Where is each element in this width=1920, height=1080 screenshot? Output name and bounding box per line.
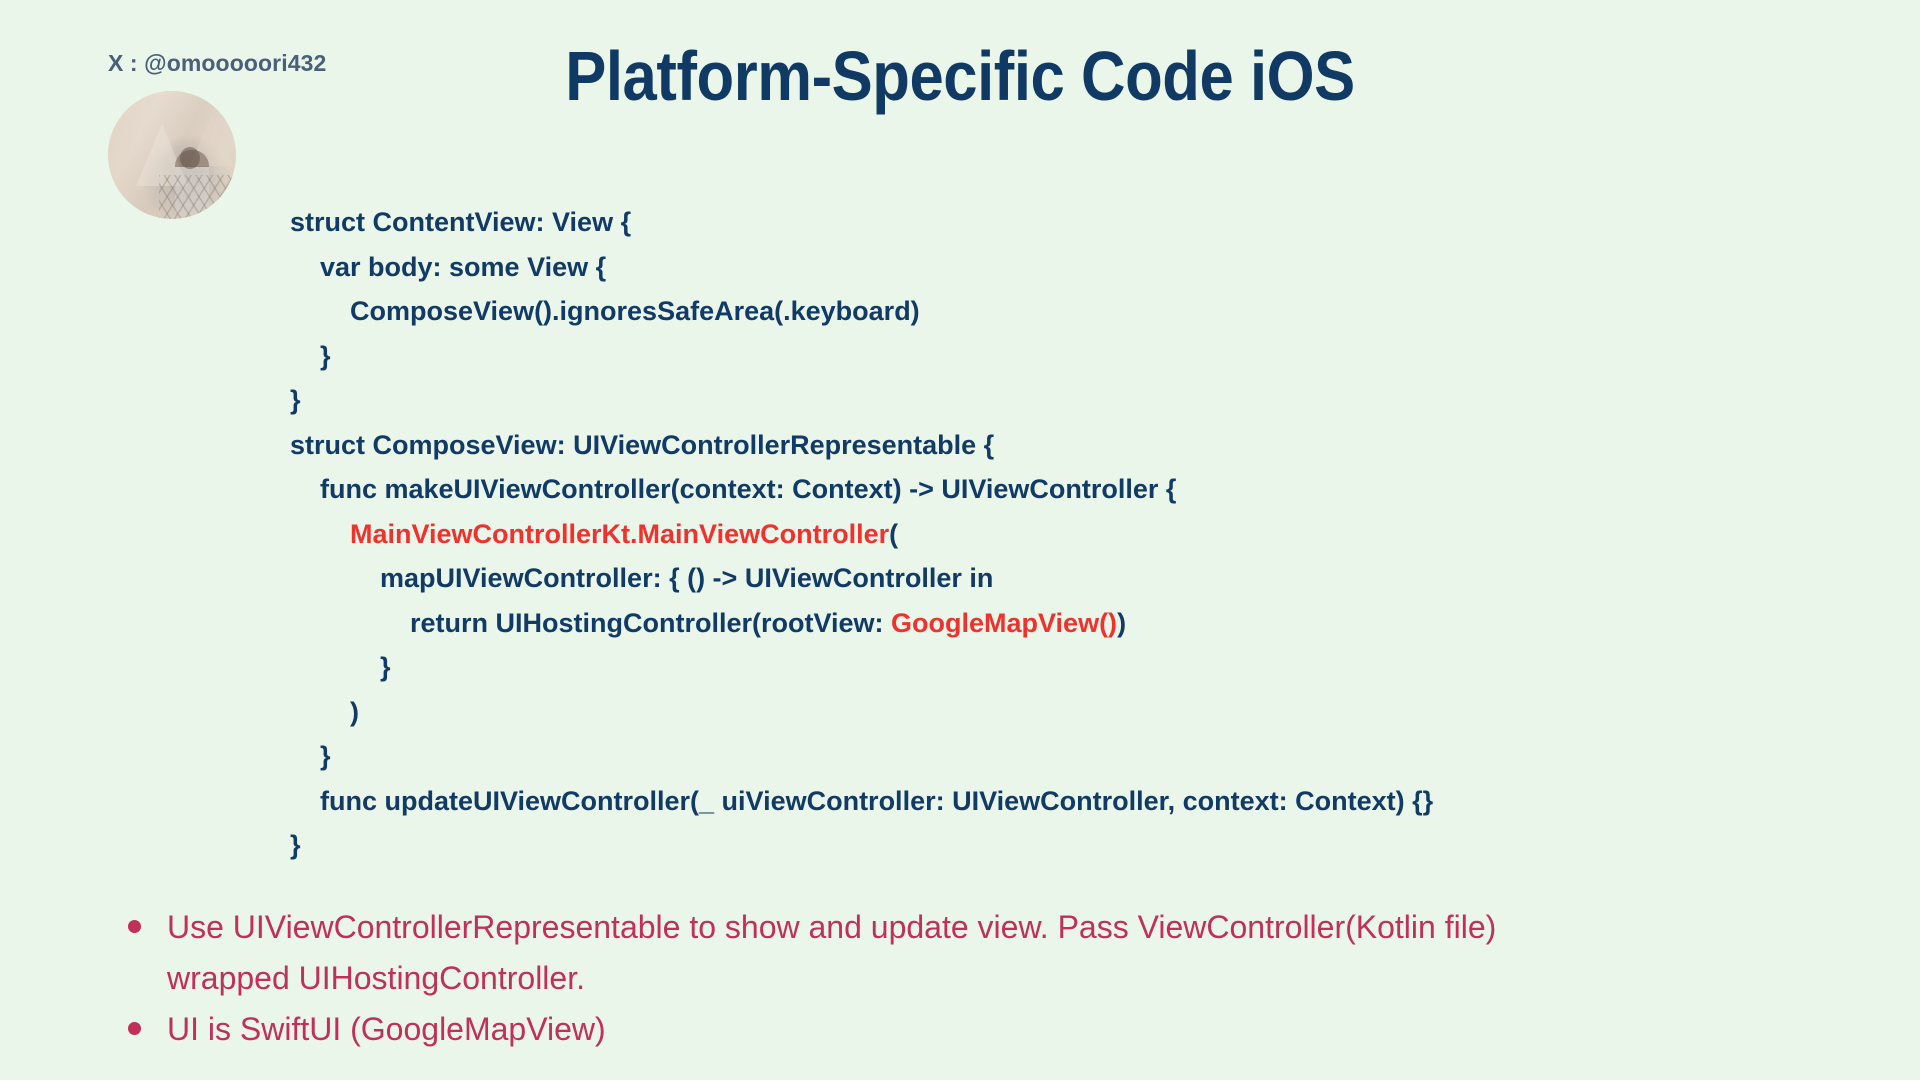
code-token: } bbox=[290, 741, 331, 771]
code-token: } bbox=[290, 385, 301, 415]
code-line: } bbox=[290, 823, 1433, 868]
code-line: struct ComposeView: UIViewControllerRepr… bbox=[290, 423, 1433, 468]
code-line: } bbox=[290, 334, 1433, 379]
code-token: ) bbox=[290, 696, 360, 727]
code-token-highlight: GoogleMapView() bbox=[891, 607, 1118, 638]
code-token: struct ContentView: View { bbox=[290, 207, 632, 237]
code-token: } bbox=[290, 830, 301, 860]
code-token: func updateUIViewController(_ uiViewCont… bbox=[290, 785, 1434, 816]
avatar bbox=[108, 91, 236, 219]
avatar-fence-texture bbox=[159, 175, 236, 219]
bullet-text: Use UIViewControllerRepresentable to sho… bbox=[167, 909, 1497, 996]
code-line: } bbox=[290, 645, 1433, 690]
code-token: return UIHostingController(rootView: bbox=[290, 607, 892, 638]
code-line: ComposeView().ignoresSafeArea(.keyboard) bbox=[290, 289, 1433, 334]
list-item: Use UIViewControllerRepresentable to sho… bbox=[112, 902, 1832, 1004]
code-line: MainViewControllerKt.MainViewController( bbox=[290, 512, 1433, 557]
page-title: Platform-Specific Code iOS bbox=[565, 37, 1355, 115]
code-token: func makeUIViewController(context: Conte… bbox=[290, 474, 1177, 504]
bullet-list: Use UIViewControllerRepresentable to sho… bbox=[112, 902, 1832, 1055]
code-token-highlight: MainViewControllerKt.MainViewController bbox=[290, 518, 890, 549]
code-token: ComposeView().ignoresSafeArea(.keyboard) bbox=[290, 296, 920, 326]
code-token: } bbox=[290, 340, 331, 371]
code-line: mapUIViewController: { () -> UIViewContr… bbox=[290, 556, 1433, 601]
code-line: struct ContentView: View { bbox=[290, 200, 1433, 245]
code-line: } bbox=[290, 378, 1433, 423]
code-token: ( bbox=[889, 518, 899, 549]
avatar-person-head bbox=[179, 147, 200, 170]
code-token: ) bbox=[1117, 607, 1127, 638]
bullet-dot-icon bbox=[128, 1022, 141, 1035]
code-line: var body: some View { bbox=[290, 245, 1433, 290]
list-item: UI is SwiftUI (GoogleMapView) bbox=[112, 1004, 1832, 1055]
code-token: mapUIViewController: { () -> UIViewContr… bbox=[290, 563, 994, 593]
code-token: var body: some View { bbox=[290, 251, 607, 282]
author-handle: X : @omooooori432 bbox=[108, 50, 327, 76]
bullet-text: UI is SwiftUI (GoogleMapView) bbox=[167, 1011, 606, 1047]
code-line: } bbox=[290, 734, 1433, 779]
code-line: return UIHostingController(rootView: Goo… bbox=[290, 601, 1433, 646]
code-block: struct ContentView: View { var body: som… bbox=[290, 200, 1433, 868]
code-token: struct ComposeView: UIViewControllerRepr… bbox=[290, 429, 995, 460]
code-token: } bbox=[290, 652, 391, 682]
code-line: func makeUIViewController(context: Conte… bbox=[290, 467, 1433, 512]
code-line: func updateUIViewController(_ uiViewCont… bbox=[290, 779, 1433, 824]
bullet-dot-icon bbox=[128, 920, 141, 933]
author-block: X : @omooooori432 bbox=[108, 50, 378, 219]
code-line: ) bbox=[290, 690, 1433, 735]
